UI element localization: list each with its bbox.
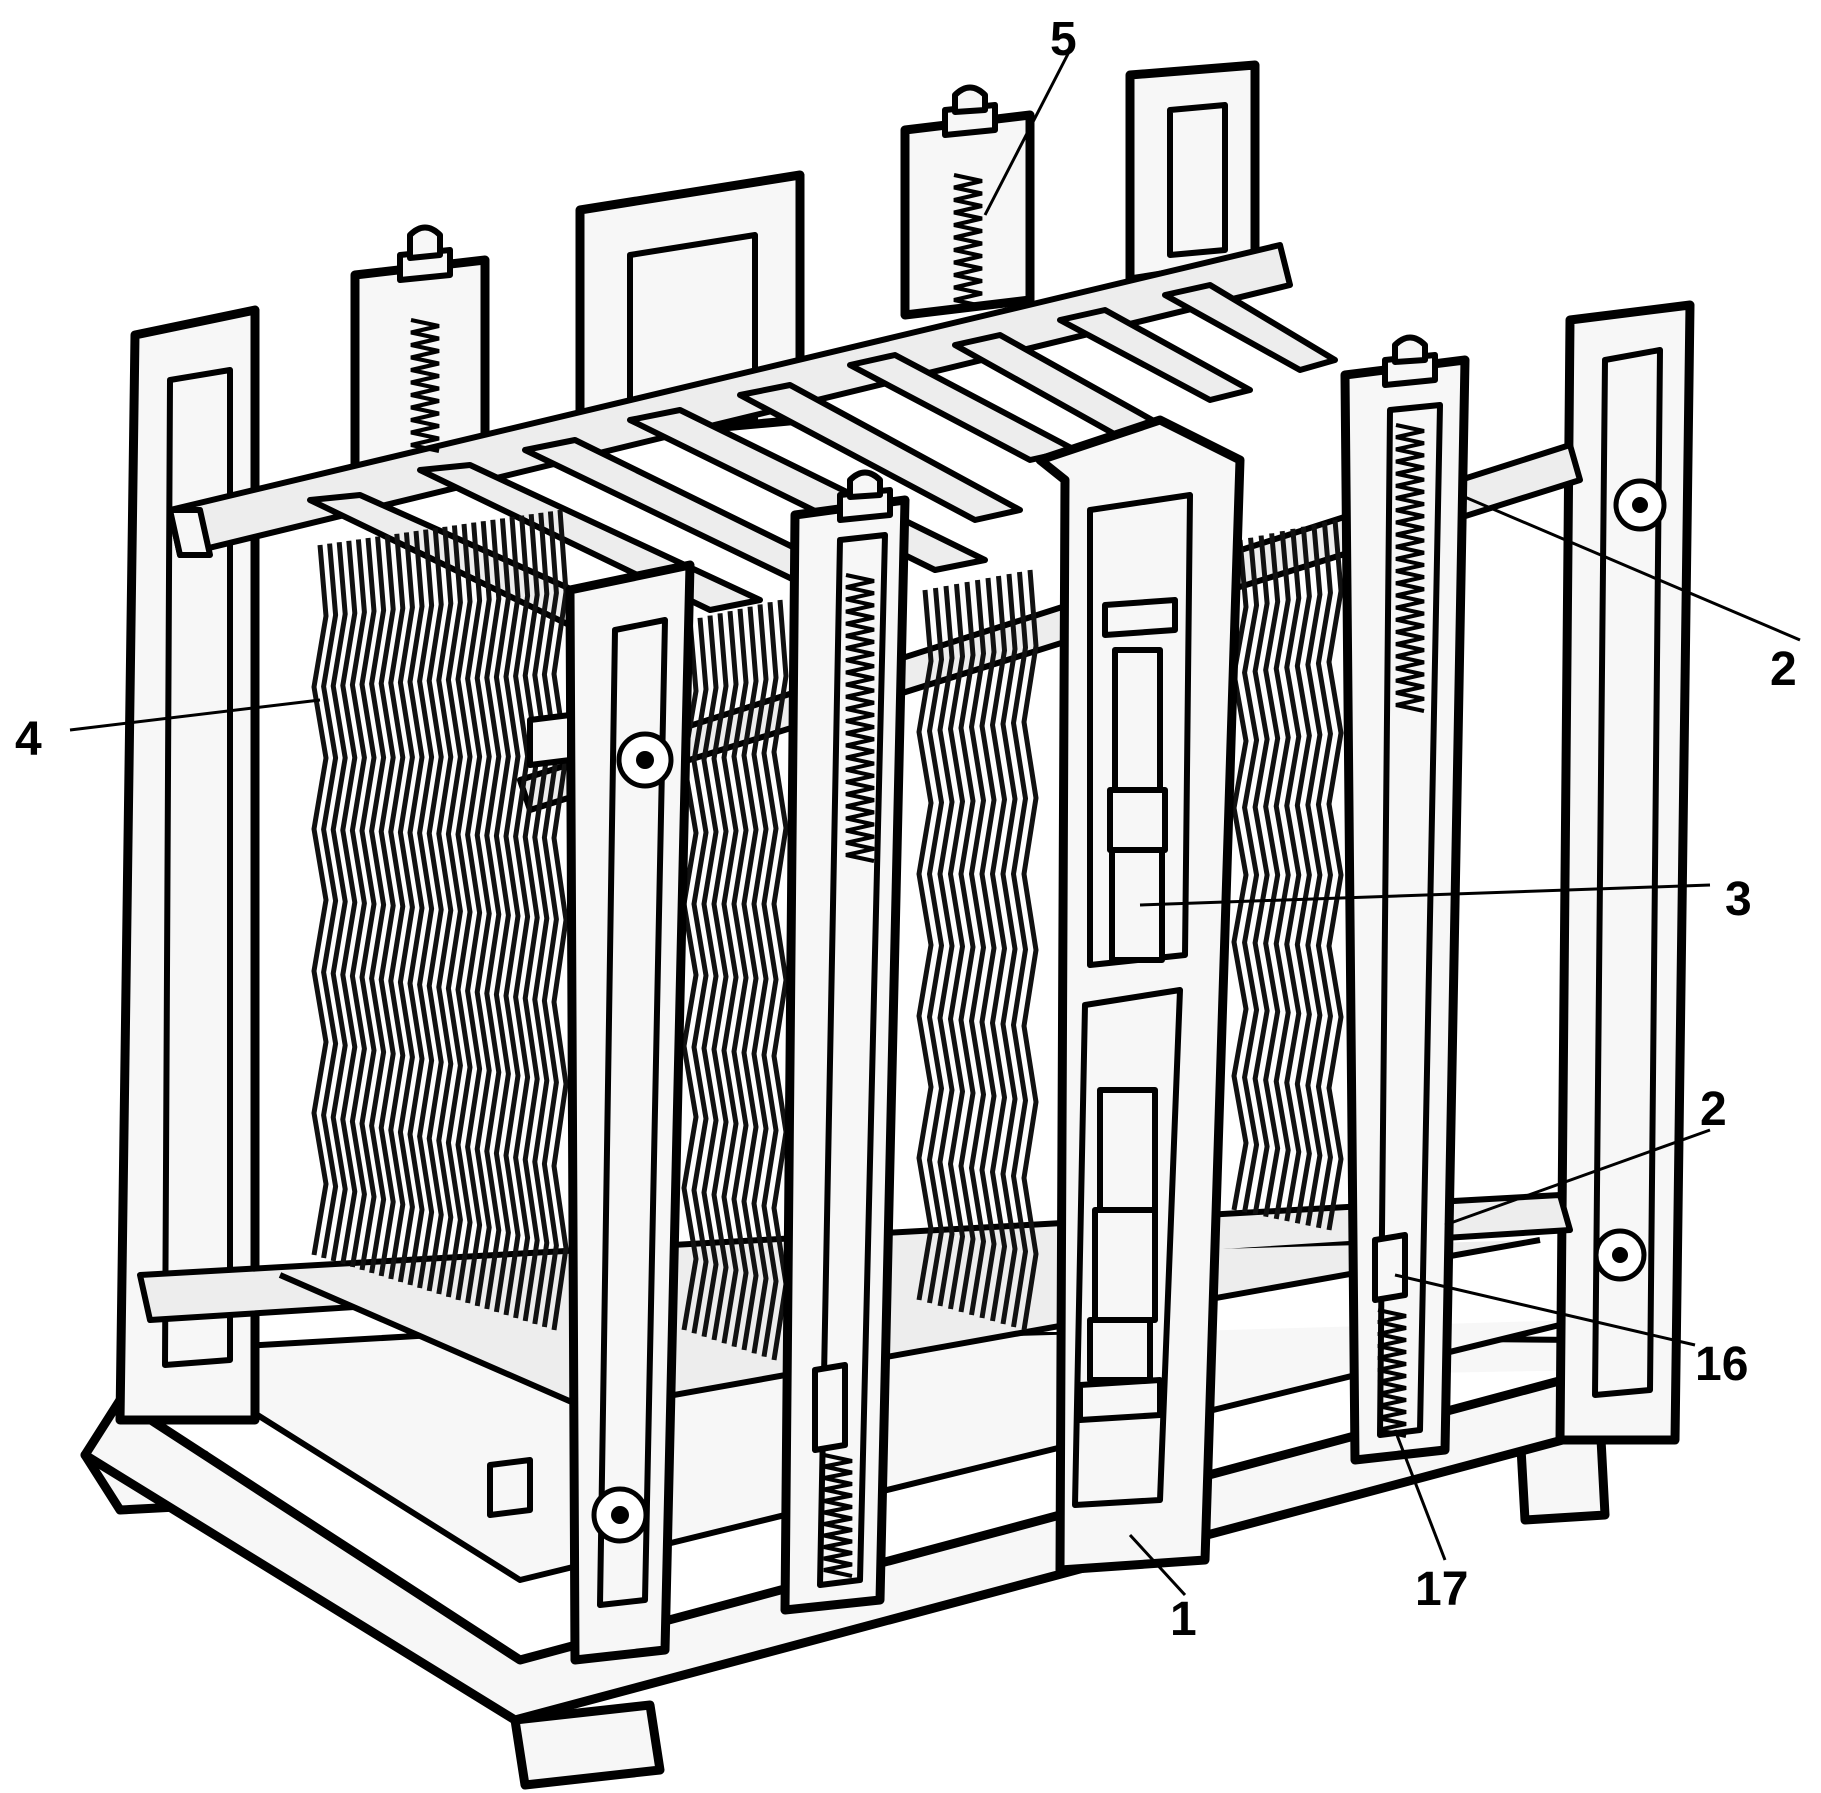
label-3: 3 <box>1725 873 1752 926</box>
label-17: 17 <box>1415 1563 1468 1616</box>
leader-3 <box>1139 883 1711 907</box>
central-pillar <box>1035 415 1245 1575</box>
leader-4 <box>69 698 321 732</box>
leader-2-top <box>1459 493 1801 642</box>
part-labels: 5 2 4 3 2 16 17 1 <box>15 13 1797 1646</box>
label-1: 1 <box>1170 1593 1197 1646</box>
leader-lines <box>69 49 1801 1597</box>
membrane-bundle-right <box>1231 519 1344 1231</box>
front-upright-left <box>487 560 695 1665</box>
springs <box>410 173 1425 1578</box>
hydraulic-cylinder <box>1087 647 1168 1383</box>
leader-5 <box>983 49 1072 216</box>
spring-column-front-right <box>1340 334 1470 1465</box>
label-5: 5 <box>1050 13 1077 66</box>
spring-column-front-left <box>780 469 910 1615</box>
leader-16 <box>1394 1273 1696 1347</box>
label-16: 16 <box>1695 1338 1748 1391</box>
rear-upright-left <box>115 305 260 1425</box>
membrane-bundle-center-right <box>916 569 1039 1331</box>
right-upright <box>1555 300 1695 1445</box>
membrane-bundle-left <box>311 509 569 1331</box>
label-2-top: 2 <box>1770 643 1797 696</box>
label-2-bottom: 2 <box>1700 1083 1727 1136</box>
label-4: 4 <box>15 713 42 766</box>
leader-1 <box>1128 1533 1187 1597</box>
leader-2-bottom <box>1444 1128 1711 1227</box>
leader-17 <box>1393 1429 1447 1561</box>
rear-upright-right <box>1125 60 1260 285</box>
